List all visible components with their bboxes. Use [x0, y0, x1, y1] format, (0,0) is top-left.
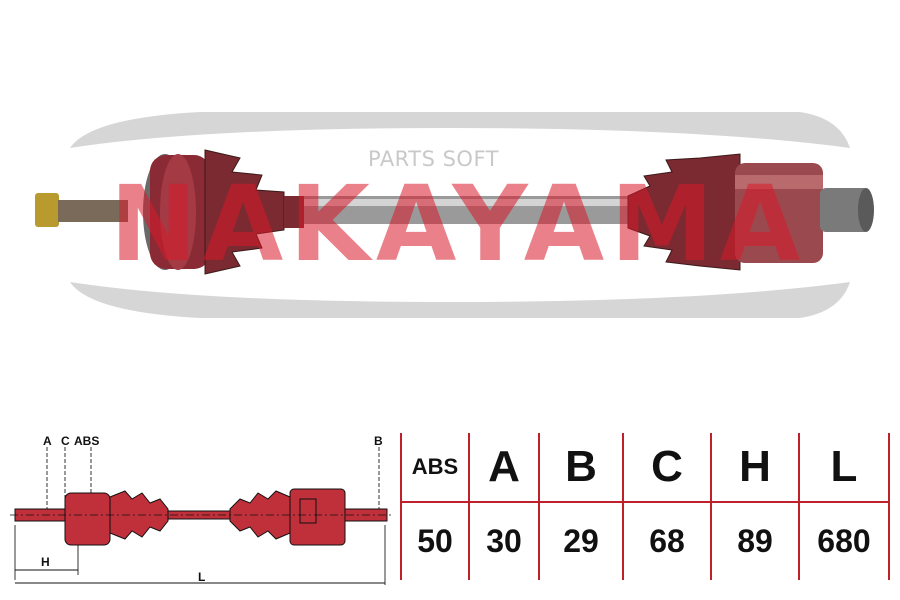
label-abs: ABS	[74, 434, 99, 448]
value-abs: 50	[400, 503, 470, 580]
left-stub	[58, 200, 128, 222]
header-b: B	[540, 433, 624, 503]
left-nut	[35, 193, 59, 227]
label-c: C	[61, 434, 70, 448]
watermark-parts-soft: PARTS SOFT	[368, 147, 499, 171]
product-photo: NAKAYAMA	[35, 112, 874, 318]
spec-table: ABS A B C H L 50 30 29 68 89 680	[400, 433, 890, 580]
left-boot	[204, 149, 285, 275]
diagram-left-joint	[64, 492, 111, 546]
header-abs: ABS	[400, 433, 470, 503]
value-l: 680	[800, 503, 890, 580]
watermark-brand: NAKAYAMA	[110, 163, 806, 285]
label-h: H	[41, 555, 50, 569]
watermark-swoosh-bottom	[70, 282, 850, 318]
header-a: A	[470, 433, 540, 503]
header-l: L	[800, 433, 890, 503]
value-b: 29	[540, 503, 624, 580]
right-stub	[820, 188, 870, 232]
value-c: 68	[624, 503, 712, 580]
header-c: C	[624, 433, 712, 503]
label-a: A	[43, 434, 52, 448]
dimension-diagram: A C ABS B H L	[10, 434, 392, 585]
label-b: B	[374, 434, 383, 448]
value-a: 30	[470, 503, 540, 580]
diagram-right-housing	[289, 488, 346, 546]
label-l: L	[198, 570, 205, 584]
header-h: H	[712, 433, 800, 503]
watermark-swoosh-top	[70, 112, 850, 148]
right-boot	[627, 153, 741, 271]
value-h: 89	[712, 503, 800, 580]
